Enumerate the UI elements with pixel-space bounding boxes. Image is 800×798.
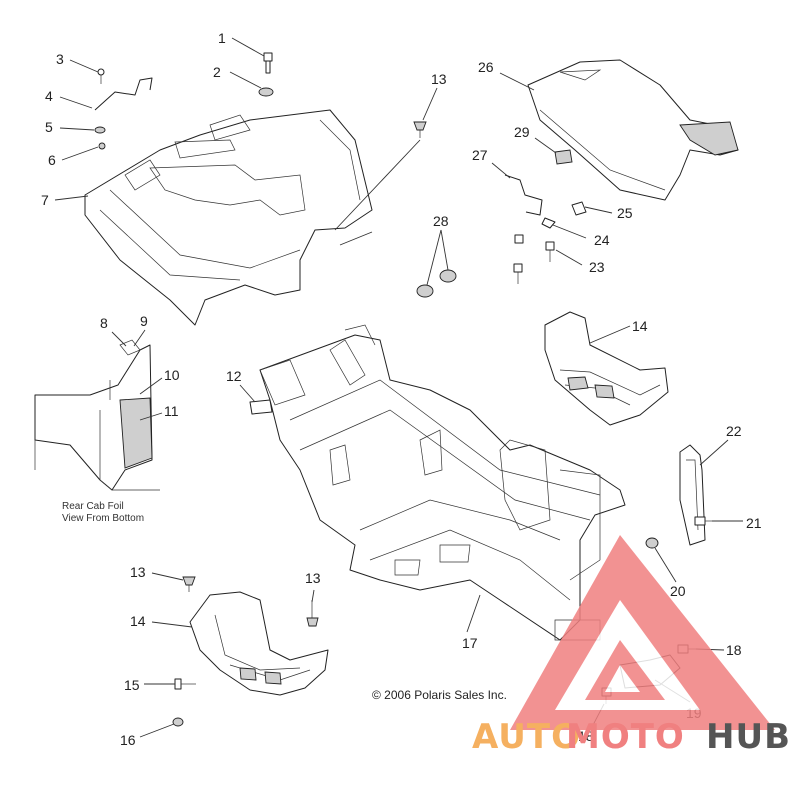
watermark-logo	[510, 535, 775, 730]
callout-13-left: 13	[130, 564, 146, 580]
fastener-bolt-1	[263, 52, 273, 74]
watermark-text-hub: HUB	[706, 717, 791, 757]
watermark-text-moto: MOTO	[566, 717, 685, 757]
brace-22	[679, 444, 706, 546]
callout-9: 9	[140, 313, 148, 329]
callout-18-bottom: 18	[578, 728, 594, 744]
stud-23b	[513, 263, 523, 284]
callout-2: 2	[213, 64, 221, 80]
grommet-28b	[439, 269, 457, 283]
inset-rear-cab-foil	[34, 339, 160, 491]
nut-6	[98, 142, 106, 150]
callout-8: 8	[100, 315, 108, 331]
grommet-28a	[416, 284, 434, 298]
callout-25: 25	[617, 205, 633, 221]
seat	[527, 59, 739, 201]
watermark-text-auto: AUTO	[472, 717, 581, 757]
callout-28: 28	[433, 213, 449, 229]
bracket-24	[541, 217, 556, 229]
callout-24: 24	[594, 232, 610, 248]
callout-23: 23	[589, 259, 605, 275]
callout-11: 11	[164, 403, 179, 419]
bumper-29	[554, 149, 573, 165]
callout-13-mid: 13	[305, 570, 321, 586]
push-rivet-13c	[306, 600, 319, 627]
clip-24b	[514, 234, 524, 244]
latch-rod-27	[504, 174, 543, 216]
callout-14-right: 14	[632, 318, 648, 334]
callout-26: 26	[478, 59, 494, 75]
footwell-left	[189, 591, 329, 696]
callout-17: 17	[462, 635, 478, 651]
callout-14-left: 14	[130, 613, 146, 629]
decal-12	[249, 399, 273, 415]
callout-12: 12	[226, 368, 242, 384]
callout-5: 5	[45, 119, 53, 135]
callout-20: 20	[670, 583, 686, 599]
callout-6: 6	[48, 152, 56, 168]
callout-27: 27	[472, 147, 488, 163]
screw-3	[97, 68, 105, 84]
rear-cab-fender	[84, 109, 373, 326]
push-rivet-13	[413, 121, 427, 138]
washer-5	[94, 126, 106, 134]
callout-4: 4	[45, 88, 53, 104]
leader-lines	[54, 37, 743, 738]
callout-1: 1	[218, 30, 226, 46]
rod-4	[94, 77, 153, 111]
inset-note-line1: Rear Cab Foil	[62, 501, 124, 512]
callout-10: 10	[164, 367, 180, 383]
callout-15: 15	[124, 677, 140, 693]
copyright-text: © 2006 Polaris Sales Inc.	[372, 688, 507, 702]
pin-23	[545, 241, 555, 262]
latch-25	[571, 201, 587, 216]
push-rivet-13b	[182, 576, 196, 592]
nut-16	[172, 717, 184, 727]
callout-3: 3	[56, 51, 64, 67]
bolt-15	[174, 678, 196, 690]
callout-7: 7	[41, 192, 49, 208]
frame	[259, 324, 626, 641]
callout-13-top: 13	[431, 71, 447, 87]
washer-2	[258, 87, 274, 97]
nut-20	[645, 537, 659, 549]
callout-16: 16	[120, 732, 136, 748]
callout-22: 22	[726, 423, 742, 439]
footwell-right	[544, 311, 669, 426]
callout-29: 29	[514, 124, 530, 140]
callout-21: 21	[746, 515, 762, 531]
callout-18-right: 18	[726, 642, 742, 658]
inset-note-line2: View From Bottom	[62, 513, 144, 524]
